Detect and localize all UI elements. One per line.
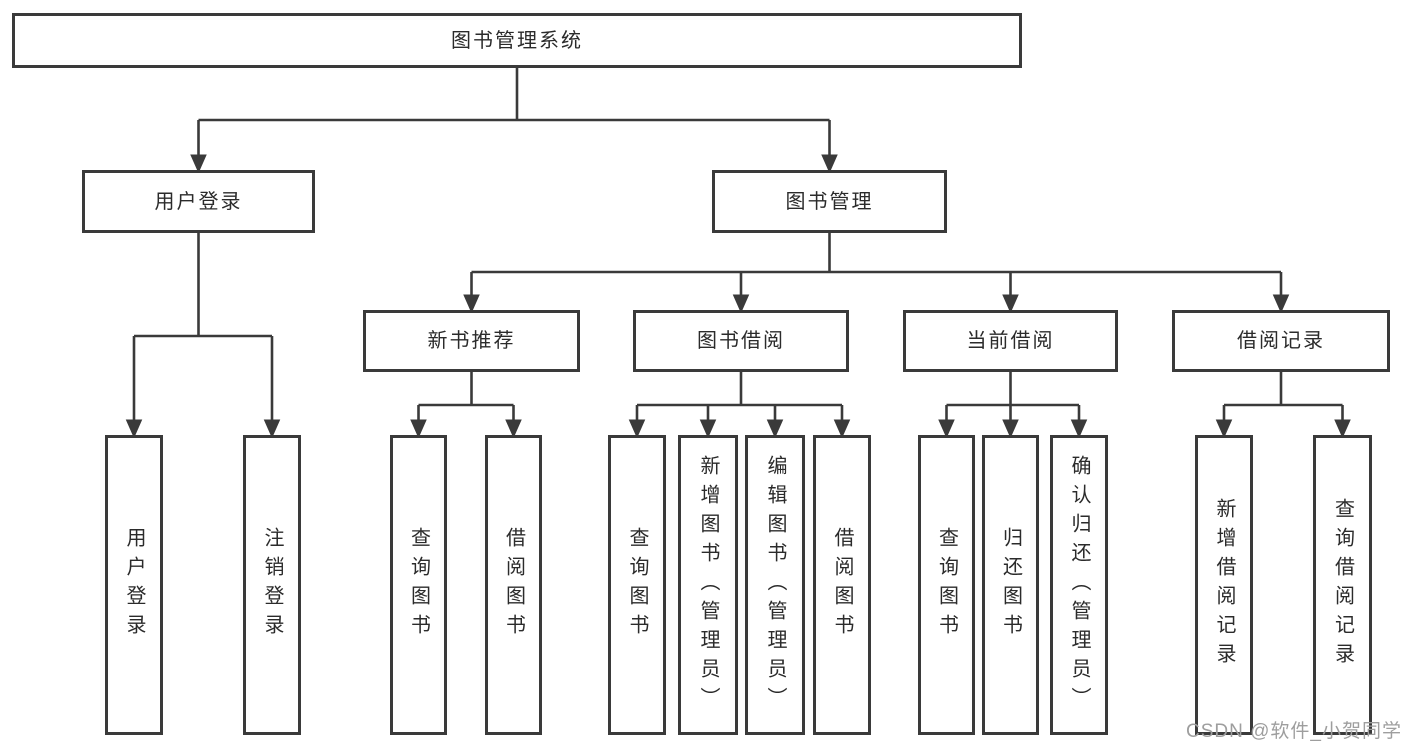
arrowhead-icon <box>410 419 427 439</box>
node-label: 图书借阅 <box>697 330 785 352</box>
arrowhead-icon <box>833 419 851 439</box>
node-label: 图书管理系统 <box>451 29 583 52</box>
arrowhead-icon <box>766 419 784 439</box>
node-leaf-cb-confirm: 确认归还（管理员） <box>1050 435 1108 735</box>
node-label: 用户登录 <box>123 527 145 643</box>
arrowhead-icon <box>1002 419 1019 439</box>
node-leaf-cb-query: 查询图书 <box>918 435 975 735</box>
node-label: 查询图书 <box>407 527 430 643</box>
arrowhead-icon <box>1070 419 1088 439</box>
arrowhead-icon <box>628 419 646 439</box>
node-book-borrow: 图书借阅 <box>633 310 849 372</box>
connector-root <box>190 68 838 174</box>
node-leaf-user-login: 用户登录 <box>105 435 163 735</box>
arrowhead-icon <box>821 154 838 174</box>
connector-book-mgmt <box>463 233 1290 314</box>
node-label: 查询图书 <box>935 527 958 643</box>
node-leaf-bb-add: 新增图书（管理员） <box>678 435 738 735</box>
node-leaf-logout: 注销登录 <box>243 435 301 735</box>
arrowhead-icon <box>1002 294 1019 314</box>
node-root: 图书管理系统 <box>12 13 1022 68</box>
node-label: 新书推荐 <box>427 330 516 352</box>
node-label: 查询图书 <box>626 527 648 643</box>
arrowhead-icon <box>190 154 207 174</box>
arrowhead-icon <box>699 419 717 439</box>
arrowhead-icon <box>1272 294 1290 314</box>
connector-new-book-rec <box>410 372 522 439</box>
arrowhead-icon <box>938 419 955 439</box>
connector-book-borrow <box>628 372 851 439</box>
node-label: 借阅图书 <box>502 527 525 643</box>
arrowhead-icon <box>732 294 750 314</box>
node-label: 借阅记录 <box>1237 330 1325 352</box>
node-label: 编辑图书（管理员） <box>764 454 786 716</box>
arrowhead-icon <box>263 419 281 439</box>
connector-borrow-records <box>1215 372 1351 439</box>
node-leaf-bb-borrow: 借阅图书 <box>813 435 871 735</box>
node-label: 新增图书（管理员） <box>697 454 719 716</box>
arrowhead-icon <box>505 419 522 439</box>
node-label: 当前借阅 <box>966 330 1055 352</box>
node-user-login: 用户登录 <box>82 170 315 233</box>
arrowhead-icon <box>463 294 480 314</box>
node-label: 借阅图书 <box>831 527 853 643</box>
node-borrow-records: 借阅记录 <box>1172 310 1390 372</box>
node-label: 新增借阅记录 <box>1213 498 1235 672</box>
node-leaf-nbr-query: 查询图书 <box>390 435 447 735</box>
connector-current-borrow <box>938 372 1088 439</box>
node-label: 确认归还（管理员） <box>1068 454 1090 716</box>
node-label: 用户登录 <box>154 190 243 213</box>
node-leaf-br-query: 查询借阅记录 <box>1313 435 1372 735</box>
node-label: 图书管理 <box>785 190 874 213</box>
node-label: 注销登录 <box>261 527 283 643</box>
arrowhead-icon <box>1334 419 1351 439</box>
node-book-mgmt: 图书管理 <box>712 170 947 233</box>
node-label: 查询借阅记录 <box>1331 498 1354 672</box>
node-leaf-br-add: 新增借阅记录 <box>1195 435 1253 735</box>
node-current-borrow: 当前借阅 <box>903 310 1118 372</box>
node-new-book-rec: 新书推荐 <box>363 310 580 372</box>
arrowhead-icon <box>1215 419 1233 439</box>
connector-user-login <box>125 233 281 439</box>
node-leaf-nbr-borrow: 借阅图书 <box>485 435 542 735</box>
node-leaf-bb-query: 查询图书 <box>608 435 666 735</box>
arrowhead-icon <box>125 419 143 439</box>
node-label: 归还图书 <box>999 527 1022 643</box>
node-leaf-bb-edit: 编辑图书（管理员） <box>745 435 805 735</box>
watermark: CSDN @软件_小贺同学 <box>1186 721 1402 742</box>
node-leaf-cb-return: 归还图书 <box>982 435 1039 735</box>
